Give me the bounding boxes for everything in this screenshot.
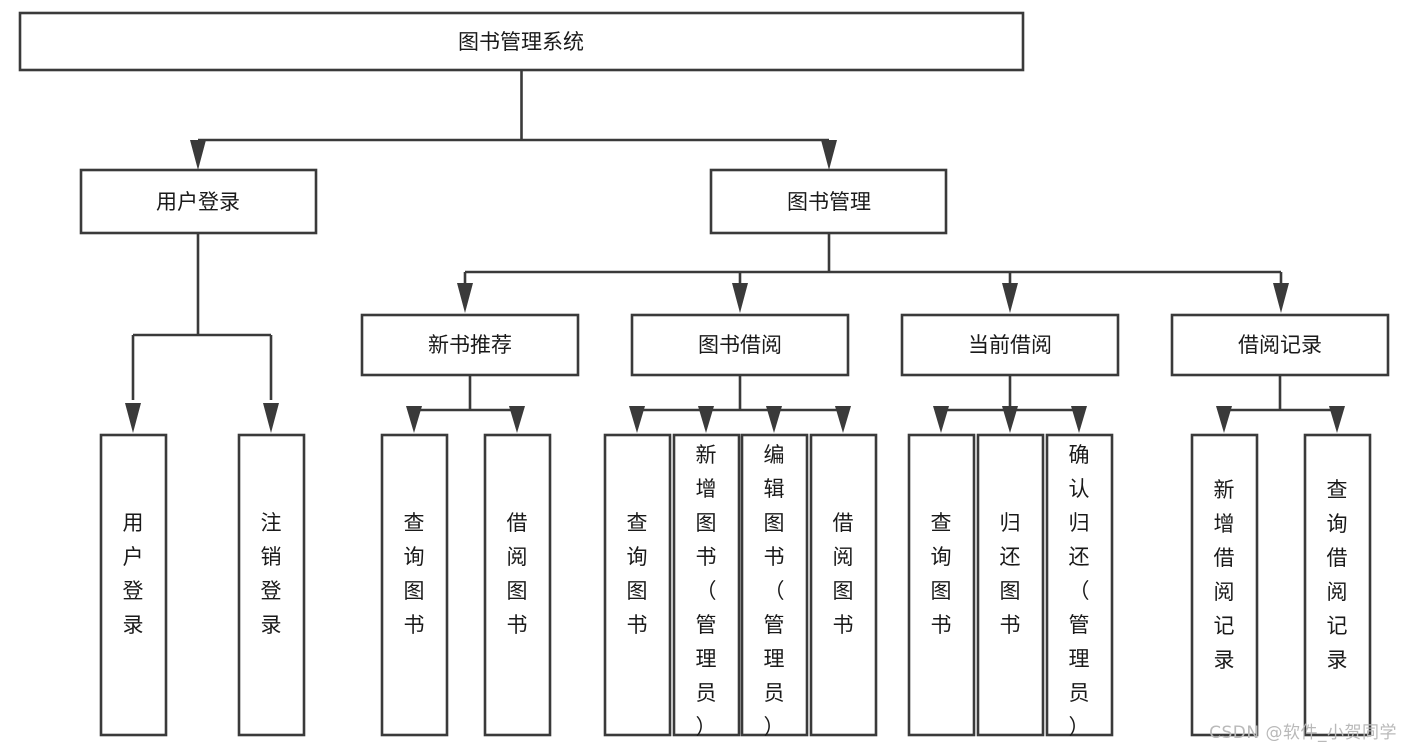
leaf-add-book-label: 新增图书（管理员） (696, 443, 717, 739)
arrow-head-userlogin (190, 140, 206, 170)
leaf-add-book[interactable]: 新增图书（管理员） (672, 433, 741, 739)
connector-group-borrow-record (1216, 375, 1345, 433)
node-new-book-recommend-box[interactable] (360, 313, 580, 377)
arrow-head-leaf-user-login (125, 403, 141, 433)
node-root-box[interactable] (18, 11, 1025, 72)
arrow-head-leaf-query-record (1329, 406, 1345, 433)
node-book-borrow-box[interactable] (630, 313, 850, 377)
leaf-borrow-book-1-box[interactable] (483, 433, 552, 737)
arrow-head-leaf-borrow-book-2 (835, 406, 851, 433)
node-borrow-record-box[interactable] (1170, 313, 1390, 377)
leaf-query-book-3[interactable]: 查询图书 (907, 433, 976, 737)
arrow-head-leaf-logout (263, 403, 279, 433)
leaf-user-login-label: 用户登录 (123, 511, 144, 637)
connector-group-book-borrow (629, 375, 851, 433)
leaf-borrow-book-2-box[interactable] (809, 433, 878, 737)
leaf-return-book-box[interactable] (976, 433, 1045, 737)
connector-group-userlogin (125, 233, 279, 433)
leaf-borrow-book-1[interactable]: 借阅图书 (483, 433, 552, 737)
leaf-query-book-3-box[interactable] (907, 433, 976, 737)
arrow-head-book-borrow (732, 283, 748, 313)
leaf-query-book-1-label: 查询图书 (404, 511, 425, 637)
connector-group-new-book-recommend (406, 375, 525, 433)
node-user-login[interactable]: 用户登录 (79, 168, 318, 235)
leaf-logout-label: 注销登录 (261, 511, 282, 637)
arrow-head-borrow-record (1273, 283, 1289, 313)
node-book-management-label: 图书管理 (787, 190, 871, 214)
connector-group-current-borrow (933, 375, 1087, 433)
node-root[interactable]: 图书管理系统 (18, 11, 1025, 72)
arrow-head-leaf-return-book (1002, 406, 1018, 433)
leaf-query-book-2[interactable]: 查询图书 (603, 433, 672, 737)
connector-group-bookmgmt (457, 233, 1289, 313)
leaf-add-record-label: 新增借阅记录 (1214, 478, 1235, 672)
arrow-head-current-borrow (1002, 283, 1018, 313)
arrow-head-leaf-borrow-book-1 (509, 406, 525, 433)
node-book-management[interactable]: 图书管理 (709, 168, 948, 235)
leaf-user-login-box[interactable] (99, 433, 168, 737)
leaf-confirm-return-box[interactable] (1045, 433, 1114, 737)
leaf-query-book-2-box[interactable] (603, 433, 672, 737)
leaf-user-login[interactable]: 用户登录 (99, 433, 168, 737)
arrow-head-leaf-query-book-2 (629, 406, 645, 433)
leaf-confirm-return[interactable]: 确认归还（管理员） (1045, 433, 1114, 739)
leaf-add-book-box[interactable] (672, 433, 741, 737)
leaf-query-record-box[interactable] (1303, 433, 1372, 737)
node-current-borrow[interactable]: 当前借阅 (900, 313, 1120, 377)
arrow-head-bookmgmt (821, 140, 837, 170)
arrow-head-leaf-confirm-return (1071, 406, 1087, 433)
node-book-management-box[interactable] (709, 168, 948, 235)
leaf-query-record[interactable]: 查询借阅记录 (1303, 433, 1372, 737)
node-current-borrow-label: 当前借阅 (968, 333, 1052, 357)
arrow-head-new-book-recommend (457, 283, 473, 313)
node-current-borrow-box[interactable] (900, 313, 1120, 377)
leaf-borrow-book-1-label: 借阅图书 (507, 511, 528, 637)
node-book-borrow[interactable]: 图书借阅 (630, 313, 850, 377)
node-new-book-recommend[interactable]: 新书推荐 (360, 313, 580, 377)
arrow-head-leaf-add-book (698, 406, 714, 433)
node-book-borrow-label: 图书借阅 (698, 333, 782, 357)
leaf-edit-book-label: 编辑图书（管理员） (764, 443, 785, 739)
leaf-confirm-return-label: 确认归还（管理员） (1069, 443, 1090, 739)
leaf-query-record-label: 查询借阅记录 (1327, 478, 1348, 672)
leaf-query-book-1[interactable]: 查询图书 (380, 433, 449, 737)
leaf-borrow-book-2[interactable]: 借阅图书 (809, 433, 878, 737)
leaf-borrow-book-2-label: 借阅图书 (833, 511, 854, 637)
connector-group-root (190, 70, 837, 170)
leaf-query-book-1-box[interactable] (380, 433, 449, 737)
arrow-head-leaf-add-record (1216, 406, 1232, 433)
node-borrow-record-label: 借阅记录 (1238, 333, 1322, 357)
csdn-watermark: CSDN @软件_小贺同学 (1209, 723, 1397, 743)
leaf-logout-box[interactable] (237, 433, 306, 737)
leaf-query-book-3-label: 查询图书 (931, 511, 952, 637)
leaf-return-book[interactable]: 归还图书 (976, 433, 1045, 737)
leaf-edit-book[interactable]: 编辑图书（管理员） (740, 433, 809, 739)
leaf-edit-book-box[interactable] (740, 433, 809, 737)
node-borrow-record[interactable]: 借阅记录 (1170, 313, 1390, 377)
arrow-head-leaf-query-book-3 (933, 406, 949, 433)
leaf-return-book-label: 归还图书 (1000, 511, 1021, 637)
arrow-head-leaf-query-book-1 (406, 406, 422, 433)
leaf-query-book-2-label: 查询图书 (627, 511, 648, 637)
node-user-login-label: 用户登录 (156, 190, 240, 214)
leaf-add-record[interactable]: 新增借阅记录 (1190, 433, 1259, 737)
arrow-head-leaf-edit-book (766, 406, 782, 433)
node-root-label: 图书管理系统 (458, 30, 584, 54)
node-new-book-recommend-label: 新书推荐 (428, 333, 512, 357)
leaf-logout[interactable]: 注销登录 (237, 433, 306, 737)
leaf-add-record-box[interactable] (1190, 433, 1259, 737)
node-user-login-box[interactable] (79, 168, 318, 235)
